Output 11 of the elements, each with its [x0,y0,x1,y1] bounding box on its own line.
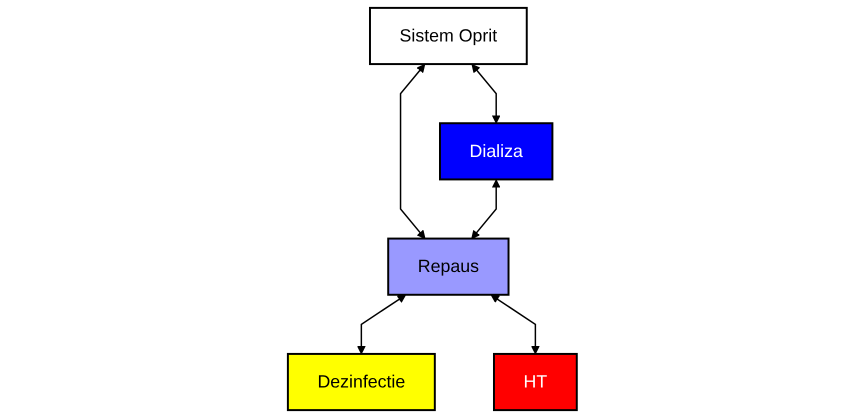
arrow [356,294,406,354]
arrow [470,179,500,239]
arrow [471,64,500,124]
state-diagram: Sistem Oprit Dializa Repaus Dezinfectie HT [280,0,584,418]
node-box [492,352,578,412]
node-box [286,352,436,412]
arrow [399,64,426,239]
node-box [438,122,554,180]
arrow [490,294,540,354]
node-box [368,6,528,66]
node-box [386,238,510,296]
